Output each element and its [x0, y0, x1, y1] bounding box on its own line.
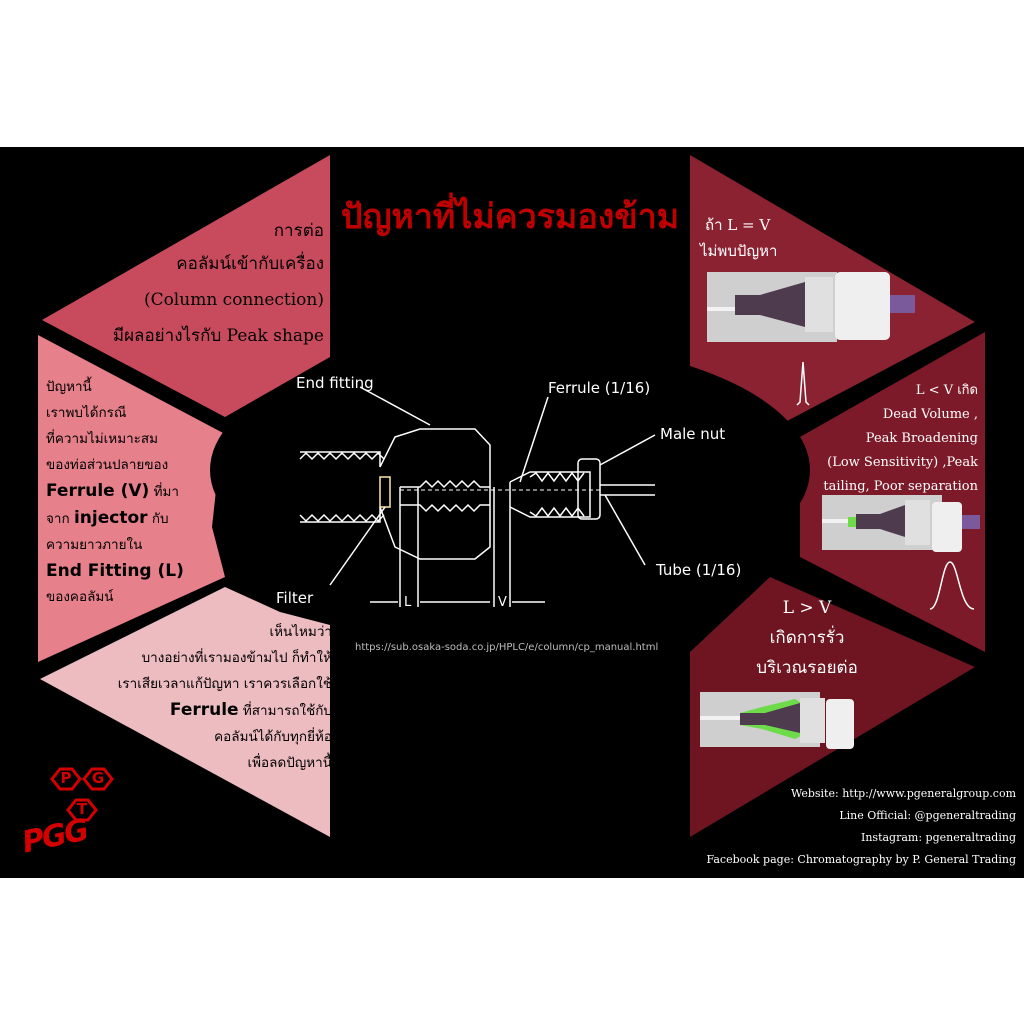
- right-bottom-text: L > V เกิดการรั่ว บริเวณรอยต่อ: [752, 593, 862, 683]
- fitting-image-top: [707, 272, 915, 406]
- right-bottom-l2: เกิดการรั่ว: [769, 628, 845, 648]
- label-end-fitting: End fitting: [296, 374, 374, 392]
- mid-left-l5b: ที่มา: [149, 484, 179, 500]
- right-mid-l4: (Low Sensitivity) ,Peak: [827, 455, 978, 470]
- bottom-left-l6: เพื่อลดปัญหานี้: [247, 755, 332, 771]
- logo-letter-g: G: [91, 769, 105, 787]
- label-ferrule: Ferrule (1/16): [548, 379, 651, 397]
- panel-mid-left: [38, 335, 225, 662]
- mid-left-l3: ที่ความไม่เหมาะสม: [46, 431, 159, 447]
- label-filter: Filter: [276, 589, 314, 607]
- fitting-image-mid: [822, 495, 980, 610]
- contact-footer: Website: http://www.pgeneralgroup.com Li…: [706, 783, 1016, 871]
- label-tube: Tube (1/16): [656, 561, 742, 579]
- footer-instagram: Instagram: pgeneraltrading: [861, 831, 1016, 844]
- right-mid-l2: Dead Volume ,: [882, 407, 978, 422]
- right-top-l2: ไม่พบปัญหา: [700, 242, 778, 260]
- right-bottom-l1: L > V: [782, 598, 832, 618]
- mid-left-l6a: จาก: [46, 511, 74, 527]
- bottom-left-l4: Ferrule ที่สามารถใช้กับ: [118, 697, 332, 724]
- right-mid-l3: Peak Broadening: [865, 431, 978, 446]
- panel-top-left: [42, 155, 330, 417]
- logo-letter-t: T: [76, 800, 88, 818]
- right-mid-text: L < V เกิด Dead Volume , Peak Broadening…: [823, 379, 978, 499]
- right-top-l1: ถ้า L = V: [705, 216, 771, 234]
- fitting-diagram: [299, 386, 656, 607]
- bottom-left-l4a: Ferrule: [169, 700, 239, 720]
- bottom-left-text: เห็นไหมว่า บางอย่างที่เรามองข้ามไป ก็ทำใ…: [118, 619, 332, 776]
- label-male-nut: Male nut: [660, 425, 726, 443]
- bottom-left-l2: บางอย่างที่เรามองข้ามไป ก็ทำให้: [141, 650, 332, 666]
- footer-line: Line Official: @pgeneraltrading: [839, 809, 1016, 822]
- mid-left-l9: ของคอลัมน์: [46, 589, 114, 605]
- top-left-line3: (Column connection): [143, 290, 324, 310]
- mid-left-l6c: กับ: [147, 511, 169, 527]
- right-bottom-l3: บริเวณรอยต่อ: [756, 658, 858, 678]
- mid-left-l2: เราพบได้กรณี: [46, 405, 127, 421]
- footer-facebook: Facebook page: Chromatography by P. Gene…: [706, 853, 1016, 866]
- label-V: V: [498, 595, 507, 610]
- mid-left-l5a: Ferrule (V): [46, 481, 150, 501]
- mid-left-l7: ความยาวภายใน: [46, 537, 143, 553]
- source-url[interactable]: https://sub.osaka-soda.co.jp/HPLC/e/colu…: [355, 642, 659, 653]
- mid-left-l6: จาก injector กับ: [46, 505, 184, 532]
- bottom-left-l5: คอลัมน์ได้กับทุกยี่ห้อ: [214, 729, 332, 745]
- label-L: L: [404, 595, 412, 610]
- footer-website[interactable]: Website: http://www.pgeneralgroup.com: [790, 787, 1016, 800]
- mid-left-text: ปัญหานี้ เราพบได้กรณี ที่ความไม่เหมาะสม …: [46, 374, 184, 610]
- bottom-left-l3: เราเสียเวลาแก้ปัญหา เราควรเลือกใช้: [117, 676, 332, 692]
- mid-left-l8: End Fitting (L): [46, 561, 184, 581]
- panel-bottom-left: [40, 587, 330, 837]
- mid-left-l5: Ferrule (V) ที่มา: [46, 478, 184, 505]
- mid-left-l1: ปัญหานี้: [46, 379, 92, 395]
- bottom-left-l1: เห็นไหมว่า: [269, 624, 333, 640]
- bottom-left-l4b: ที่สามารถใช้กับ: [238, 703, 332, 719]
- background-panels: [38, 155, 985, 837]
- fitting-image-bottom: [700, 692, 854, 749]
- panel-right-mid: [800, 332, 985, 652]
- right-mid-l5: tailing, Poor separation: [823, 479, 978, 494]
- pgg-logo: [50, 767, 114, 822]
- logo-letter-p: P: [60, 769, 72, 787]
- top-left-line4: มีผลอย่างไรกับ Peak shape: [112, 326, 324, 346]
- mid-left-l4: ของท่อส่วนปลายของ: [46, 457, 169, 473]
- poster-title: ปัญหาที่ไม่ควรมองข้าม: [340, 197, 680, 237]
- mid-left-l6b: injector: [73, 508, 148, 528]
- top-left-line1: การต่อ: [273, 221, 324, 241]
- top-left-line2: คอลัมน์เข้ากับเครื่อง: [176, 254, 324, 274]
- poster: ปัญหาที่ไม่ควรมองข้าม การต่อ คอลัมน์เข้า…: [0, 147, 1024, 878]
- right-mid-l1: L < V เกิด: [915, 383, 978, 398]
